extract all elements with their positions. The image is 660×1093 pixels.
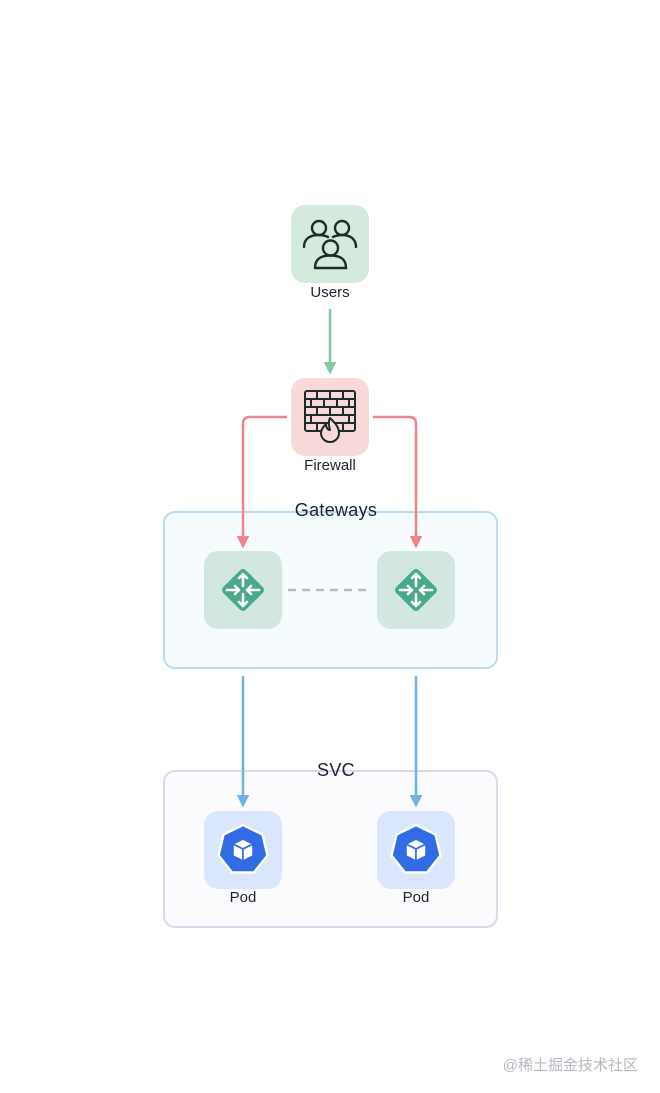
edge-firewall-gateway-left	[236, 415, 287, 549]
users-node[interactable]	[291, 205, 369, 283]
pod-right-node[interactable]	[377, 811, 455, 889]
gateway-left-node[interactable]	[204, 551, 282, 629]
gateway-right-node[interactable]	[377, 551, 455, 629]
kubernetes-pod-icon	[217, 823, 269, 874]
svc-group-title: SVC	[317, 760, 355, 780]
pod-right-label: Pod	[402, 889, 430, 906]
firewall-label: Firewall	[304, 457, 356, 474]
pod-left-node[interactable]	[204, 811, 282, 889]
firewall-icon	[304, 390, 356, 443]
gateways-group-title: Gateways	[294, 500, 378, 520]
router-icon	[395, 569, 437, 611]
kubernetes-pod-icon	[390, 823, 442, 874]
edge-firewall-gateway-right	[373, 415, 423, 549]
users-icon	[302, 219, 358, 270]
watermark-text: @稀土掘金技术社区	[502, 1057, 638, 1074]
router-icon	[222, 569, 264, 611]
users-label: Users	[310, 284, 350, 301]
firewall-node[interactable]	[291, 378, 369, 456]
pod-left-label: Pod	[229, 889, 257, 906]
